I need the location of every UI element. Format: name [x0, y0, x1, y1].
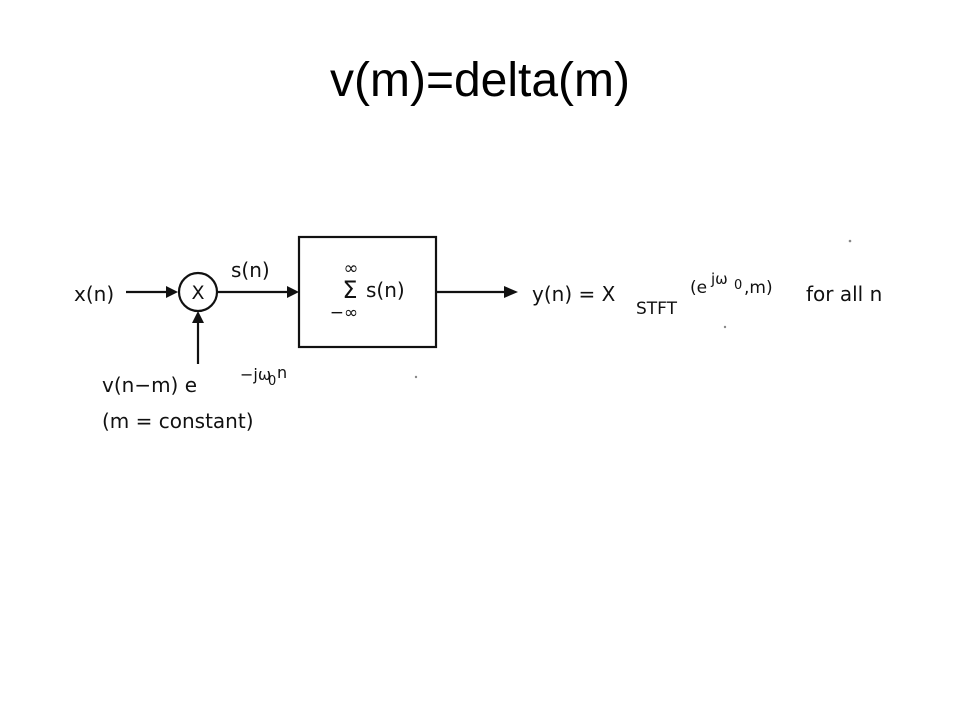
scan-speck	[723, 325, 727, 329]
sum-lower-limit: −∞	[330, 303, 358, 323]
product-signal-label: s(n)	[231, 258, 270, 282]
window-exponent-tail: n	[277, 363, 287, 382]
scan-speck	[414, 375, 418, 379]
input-signal-label: x(n)	[74, 282, 114, 306]
window-exponent: −jω	[240, 365, 271, 384]
output-arrowhead	[504, 286, 518, 298]
multiplier-symbol: X	[191, 282, 204, 304]
summation-block	[297, 235, 438, 349]
input-arrowhead	[166, 286, 178, 298]
sum-argument: s(n)	[366, 278, 405, 302]
output-suffix: for all n	[806, 282, 882, 306]
output-arg-open: (e	[690, 278, 707, 298]
output-exponent-sub: 0	[734, 278, 742, 293]
window-arrowhead	[192, 311, 204, 323]
window-note: (m = constant)	[102, 409, 254, 433]
slide-title: v(m)=delta(m)	[329, 54, 631, 107]
product-arrowhead	[287, 286, 299, 298]
window-input-expression: v(n−m) e −jω 0 n	[102, 361, 287, 397]
output-lhs: y(n) = X	[532, 282, 616, 306]
output-expression: y(n) = X STFT (e jω 0 ,m) for all n	[532, 265, 882, 319]
scan-speck	[848, 239, 852, 243]
sum-symbol: Σ	[342, 276, 357, 304]
output-arg-close: ,m)	[744, 278, 773, 298]
output-subscript: STFT	[636, 299, 678, 319]
output-exponent: jω	[710, 270, 728, 288]
window-term: v(n−m) e	[102, 373, 197, 397]
sum-upper-limit: ∞	[344, 258, 359, 279]
window-exponent-sub: 0	[268, 374, 276, 389]
